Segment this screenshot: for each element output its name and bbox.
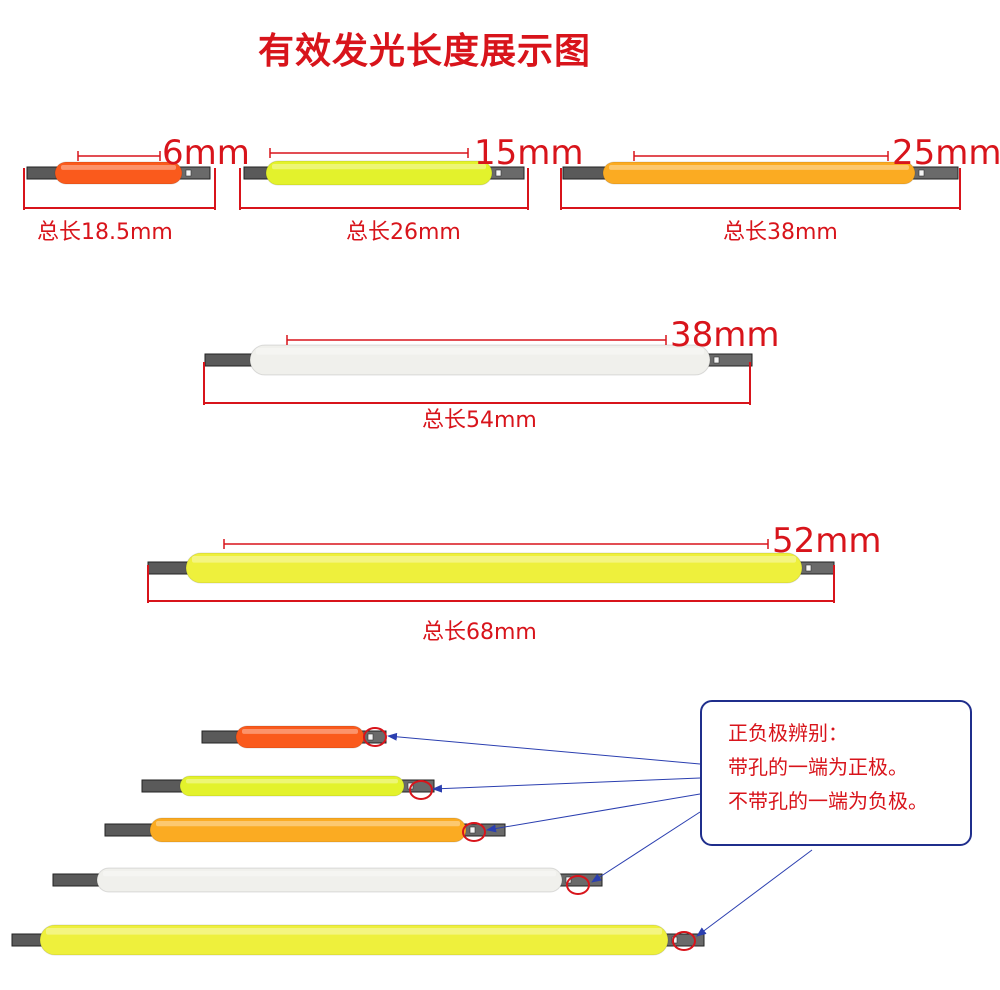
filament-2-highlight <box>272 164 486 170</box>
effective-length-label-5: 52mm <box>772 521 882 561</box>
bottom-filament-5-highlight <box>46 928 662 935</box>
total-length-label-1: 总长18.5mm <box>37 220 173 245</box>
polarity-heading: 正负极辨别： <box>728 721 848 745</box>
filament-2-pin-hole <box>495 169 502 177</box>
filament-4-left-pin <box>204 353 257 367</box>
filament-3-pin-hole <box>918 169 925 177</box>
positive-marker-4 <box>566 875 590 895</box>
filament-1-body <box>54 161 183 185</box>
polarity-arrow-4 <box>591 811 701 883</box>
polarity-arrow-5 <box>696 849 813 937</box>
filament-3-body <box>602 161 916 185</box>
bottom-filament-2-highlight <box>186 779 398 784</box>
filament-3-highlight <box>609 165 909 170</box>
filament-2-body <box>265 160 493 186</box>
bottom-filament-1-pin-hole <box>367 733 374 741</box>
positive-marker-3 <box>462 822 486 842</box>
bottom-filament-5-body <box>39 924 669 956</box>
filament-1-highlight <box>61 165 176 170</box>
polarity-callout: 正负极辨别： 带孔的一端为正极。 不带孔的一端为负极。 <box>700 700 972 846</box>
total-length-label-4: 总长54mm <box>422 408 537 433</box>
filament-5-body <box>185 552 803 584</box>
polarity-arrow-2 <box>432 777 701 793</box>
effective-length-label-2: 15mm <box>474 133 584 173</box>
filament-4-body <box>249 344 711 376</box>
polarity-arrow-3 <box>486 793 701 833</box>
positive-marker-5 <box>672 931 696 951</box>
bottom-filament-4-body <box>96 867 563 893</box>
total-length-label-2: 总长26mm <box>346 220 461 245</box>
bottom-filament-3-pin-hole <box>469 826 476 834</box>
bottom-filament-3-highlight <box>156 821 460 827</box>
page-title: 有效发光长度展示图 <box>258 31 592 72</box>
bottom-filament-3-left-pin <box>104 823 157 837</box>
effective-length-label-4: 38mm <box>670 315 780 355</box>
effective-length-label-3: 25mm <box>892 133 1000 173</box>
polarity-arrow-1 <box>387 732 701 765</box>
total-length-label-5: 总长68mm <box>422 620 537 645</box>
filament-5-highlight <box>192 556 796 563</box>
filament-5-pin-hole <box>805 564 812 572</box>
bottom-filament-4-highlight <box>103 871 556 877</box>
bottom-filament-3-body <box>149 817 467 843</box>
filament-4-highlight <box>256 348 704 355</box>
effective-length-label-1: 6mm <box>162 133 250 173</box>
total-length-label-3: 总长38mm <box>723 220 838 245</box>
filament-4-right-pin <box>703 353 753 367</box>
filament-5-left-pin <box>147 561 193 575</box>
bottom-filament-1-highlight <box>242 729 358 734</box>
bottom-filament-2-body <box>179 775 405 797</box>
positive-marker-2 <box>409 780 433 800</box>
positive-marker-1 <box>363 727 387 747</box>
bottom-filament-4-left-pin <box>52 873 104 887</box>
filament-4-pin-hole <box>713 356 720 364</box>
filament-1-pin-hole <box>185 169 192 177</box>
polarity-negative-text: 不带孔的一端为负极。 <box>728 789 928 813</box>
bottom-filament-2-left-pin <box>141 779 187 793</box>
polarity-positive-text: 带孔的一端为正极。 <box>728 755 908 779</box>
